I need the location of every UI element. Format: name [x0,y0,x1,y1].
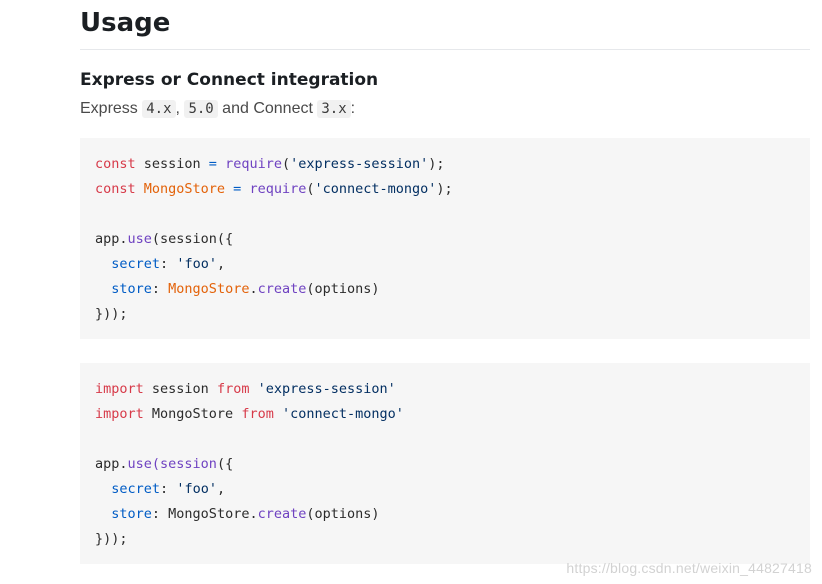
code-function: require [216,156,282,172]
code-line: app.use(session({ [95,452,795,477]
code-identifier: MongoStore. [168,506,258,522]
code-line: import session from 'express-session' [95,377,795,402]
code-line: secret: 'foo', [95,252,795,277]
code-line: const session = require('express-session… [95,152,795,177]
code-string: 'foo' [176,256,217,272]
code-punct: : [160,256,177,272]
code-identifier: app. [95,231,128,247]
code-punct: (session({ [151,231,234,247]
code-line-blank [95,427,795,452]
code-keyword: from [216,381,250,397]
code-identifier: MongoStore [143,406,242,422]
code-string: 'express-session' [249,381,396,397]
code-keyword: import [95,406,144,422]
code-string: 'express-session' [290,156,429,172]
code-punct: ({ [216,456,234,472]
code-line: })); [95,306,128,322]
code-class-name: MongoStore [168,281,250,297]
code-function: (session [151,456,217,472]
intro-text-4: : [350,100,356,117]
code-string: 'connect-mongo' [314,181,437,197]
code-punct: : [151,281,169,297]
code-punct: : [151,506,169,522]
code-property: store [111,281,152,297]
readme-content: Usage Express or Connect integration Exp… [80,0,810,564]
code-identifier: app. [95,456,128,472]
intro-paragraph: Express 4.x, 5.0 and Connect 3.x: [80,98,810,120]
code-keyword: const [95,181,136,197]
intro-text-1: Express [80,100,143,117]
code-line: secret: 'foo', [95,477,795,502]
code-class-name: MongoStore [135,181,226,197]
section-title: Express or Connect integration [80,70,379,90]
code-line: store: MongoStore.create(options) [95,502,795,527]
intro-text-2: , [175,100,185,117]
code-punct: (options) [306,281,380,297]
code-indent [95,481,111,497]
code-block-es-modules[interactable]: import session from 'express-session' im… [80,363,810,564]
code-punct: ); [436,181,453,197]
code-function: create [257,281,307,297]
code-keyword: const [95,156,136,172]
code-punct: (options) [306,506,380,522]
code-punct: . [249,281,258,297]
code-block-commonjs[interactable]: const session = require('express-session… [80,138,810,339]
code-property: store [111,506,152,522]
code-keyword: from [241,406,274,422]
inline-code-connect-3: 3.x [317,100,351,118]
code-punct: : [160,481,177,497]
code-string: 'connect-mongo' [273,406,404,422]
code-line: app.use(session({ [95,227,795,252]
code-indent [95,256,111,272]
code-punct: , [216,481,226,497]
code-property: secret [111,481,161,497]
intro-text-3: and Connect [217,100,318,117]
code-operator: = [208,156,217,172]
code-property: secret [111,256,161,272]
code-line: })); [95,531,128,547]
code-function: create [257,506,307,522]
code-indent [95,506,111,522]
code-function: require [241,181,307,197]
code-punct: ); [428,156,445,172]
code-function: use [127,231,152,247]
code-line-blank [95,202,795,227]
code-string: 'foo' [176,481,217,497]
inline-code-express-5: 5.0 [184,100,218,118]
code-function: use [127,456,152,472]
code-punct: , [216,256,226,272]
code-identifier: session [143,381,217,397]
code-keyword: import [95,381,144,397]
code-indent [95,281,111,297]
code-line: const MongoStore = require('connect-mong… [95,177,795,202]
code-identifier: session [135,156,209,172]
code-line: import MongoStore from 'connect-mongo' [95,402,795,427]
inline-code-express-4: 4.x [142,100,176,118]
watermark: https://blog.csdn.net/weixin_44827418 [566,560,812,576]
page-title: Usage [80,0,810,50]
code-line: store: MongoStore.create(options) [95,277,795,302]
code-operator: = [225,181,242,197]
code-punct: ( [306,181,315,197]
code-punct: ( [281,156,291,172]
